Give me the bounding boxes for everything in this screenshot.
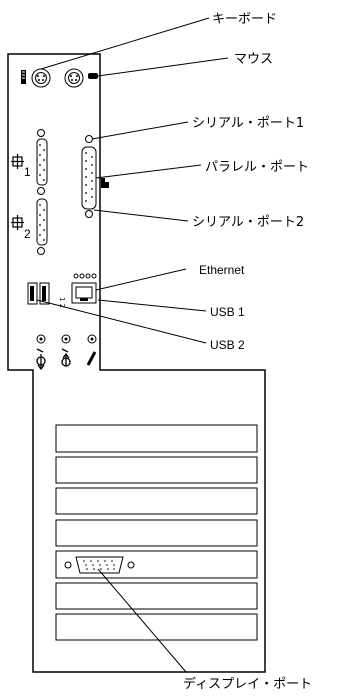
- display-port-label: ディスプレイ・ポート: [183, 676, 312, 692]
- line-in-icon: [36, 348, 46, 371]
- keyboard-port: [21, 68, 51, 88]
- serial-port-1-label: シリアル・ポート1: [192, 116, 304, 131]
- expansion-slots: [55, 424, 258, 641]
- serial-2-number: 2: [24, 227, 31, 241]
- expansion-slot: [55, 582, 258, 610]
- usb-ports: 1 2: [27, 282, 66, 308]
- mouse-icon: [88, 73, 98, 79]
- expansion-slot: [55, 456, 258, 484]
- display-port: [64, 556, 135, 574]
- parallel-port-label: パラレル・ポート: [205, 160, 309, 175]
- usb-1-label: USB 1: [210, 305, 245, 319]
- ethernet-port: [71, 282, 97, 304]
- mouse-port: [64, 68, 98, 88]
- leader-lines: [36, 17, 229, 673]
- serial-port-icon: [11, 154, 24, 169]
- ethernet-leds: [73, 273, 97, 279]
- expansion-slot: [55, 424, 258, 453]
- keyboard-label: キーボード: [212, 12, 277, 27]
- serial-port-2: 2: [11, 198, 48, 255]
- printer-icon: [101, 178, 109, 188]
- serial-port-2-label: シリアル・ポート2: [192, 215, 304, 230]
- serial-port-icon: [11, 215, 24, 230]
- expansion-slot: [55, 487, 258, 515]
- serial-port-1: 1: [11, 129, 48, 195]
- ethernet-label: Ethernet: [199, 263, 245, 277]
- labels: キーボード マウス シリアル・ポート1 パラレル・ポート シリアル・ポート2 E…: [183, 12, 312, 692]
- chassis-outline: [7, 53, 266, 673]
- line-out-icon: [61, 348, 71, 367]
- mouse-label: マウス: [234, 52, 273, 67]
- parallel-port: [81, 135, 109, 218]
- microphone-icon: [86, 351, 97, 366]
- expansion-slot: [55, 613, 258, 641]
- audio-jacks: [36, 334, 97, 371]
- serial-1-number: 1: [24, 165, 31, 179]
- keyboard-icon: [21, 70, 26, 84]
- expansion-slot: [55, 519, 258, 547]
- usb-2-label: USB 2: [210, 338, 245, 352]
- usb-numbers: 1 2: [58, 297, 66, 308]
